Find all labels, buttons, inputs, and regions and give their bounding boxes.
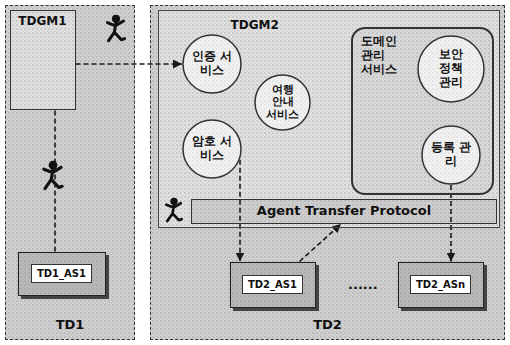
- circle-outline: [255, 75, 310, 130]
- node-text: TD2_ASn: [410, 275, 471, 295]
- node-text: 인증 서비스: [191, 50, 233, 78]
- service-circle: 인증 서비스: [182, 34, 242, 94]
- shape-fill: [158, 10, 500, 228]
- domain-region: TD1 TDGM1TD1_AS1: [5, 5, 135, 340]
- ellipsis-label: ......: [348, 277, 378, 292]
- node-text: 보안 정책 관리: [431, 48, 471, 89]
- service-circle: 등록 관리: [421, 125, 481, 185]
- node-text: 등록 관리: [430, 141, 472, 169]
- node-text: TDGM1: [18, 15, 66, 29]
- service-circle: 여행 안내 서비스: [254, 74, 311, 131]
- shape-fill: [418, 36, 484, 102]
- shape-fill: [183, 35, 241, 93]
- service-circle: 암호 서비스: [182, 119, 242, 179]
- node-text: TD1_AS1: [31, 264, 92, 284]
- shape-fill: [10, 10, 76, 110]
- dashed-connector: [54, 110, 56, 252]
- shape-fill: [230, 262, 316, 308]
- shape-fill: [255, 75, 310, 130]
- service-group: 도메인 관리 서비스 보안 정책 관리등록 관리: [351, 27, 494, 195]
- service-circle: 보안 정책 관리: [417, 35, 485, 103]
- dashed-connector: [239, 160, 241, 262]
- agent-server-box: TD2_AS1: [230, 262, 316, 308]
- shape-fill: [183, 120, 241, 178]
- agent-server-box: TD2_ASn: [398, 262, 484, 308]
- node-text: 암호 서비스: [191, 135, 233, 163]
- agent-figure: [44, 161, 62, 189]
- manager-box: TDGM2 인증 서비스여행 안내 서비스암호 서비스 도메인 관리 서비스 보안 정…: [158, 10, 500, 228]
- shape-fill: [230, 262, 316, 308]
- agent-figure: [166, 198, 181, 221]
- shape-fill: [398, 262, 484, 308]
- shape-fill: [255, 75, 310, 130]
- node-text: Agent Transfer Protocol: [257, 204, 431, 219]
- shape-fill: [18, 252, 106, 296]
- agent-figure: [107, 15, 124, 41]
- node-text: TD2_AS1: [242, 275, 303, 295]
- shape-fill: [418, 36, 484, 102]
- shape-fill: [418, 36, 484, 102]
- shape-fill: [230, 262, 316, 308]
- shape-fill: [422, 126, 480, 184]
- dashed-connector: [76, 63, 183, 65]
- circle-outline: [422, 126, 480, 184]
- shape-fill: [10, 10, 76, 110]
- manager-box: TDGM1: [10, 10, 76, 110]
- agent-server-box: TD1_AS1: [18, 252, 106, 296]
- shape-fill: [398, 262, 484, 308]
- circle-outline: [418, 36, 484, 102]
- shape-fill: [150, 5, 505, 340]
- dashed-connector: [300, 224, 342, 262]
- shape-fill: [150, 5, 505, 340]
- node-text: TDGM2: [231, 19, 279, 33]
- shape-fill: [398, 262, 484, 308]
- node-text: TD1: [56, 318, 85, 333]
- shape-fill: [158, 10, 500, 228]
- protocol-band: Agent Transfer Protocol: [191, 199, 497, 224]
- shape-fill: [5, 5, 135, 340]
- shape-fill: [422, 126, 480, 184]
- shape-fill: [351, 27, 494, 195]
- shape-fill: [183, 120, 241, 178]
- shape-fill: [18, 252, 106, 296]
- shape-fill: [5, 5, 135, 340]
- shape-fill: [158, 10, 500, 228]
- shape-fill: [255, 75, 310, 130]
- shape-fill: [183, 35, 241, 93]
- shape-fill: [183, 35, 241, 93]
- shape-fill: [150, 5, 505, 340]
- circle-outline: [183, 35, 241, 93]
- node-text: 여행 안내 서비스: [265, 84, 301, 122]
- node-text: TD2: [313, 318, 342, 333]
- shape-fill: [18, 252, 106, 296]
- domain-region: TD2 TDGM2 인증 서비스여행 안내 서비스암호 서비스 도메인 관리 서비스 보…: [150, 5, 505, 340]
- shape-fill: [5, 5, 135, 340]
- shape-fill: [10, 10, 76, 110]
- shape-fill: [422, 126, 480, 184]
- circle-outline: [183, 120, 241, 178]
- node-text: 도메인 관리 서비스: [361, 35, 401, 76]
- shape-fill: [183, 120, 241, 178]
- shape-fill: [351, 27, 494, 195]
- shape-fill: [351, 27, 494, 195]
